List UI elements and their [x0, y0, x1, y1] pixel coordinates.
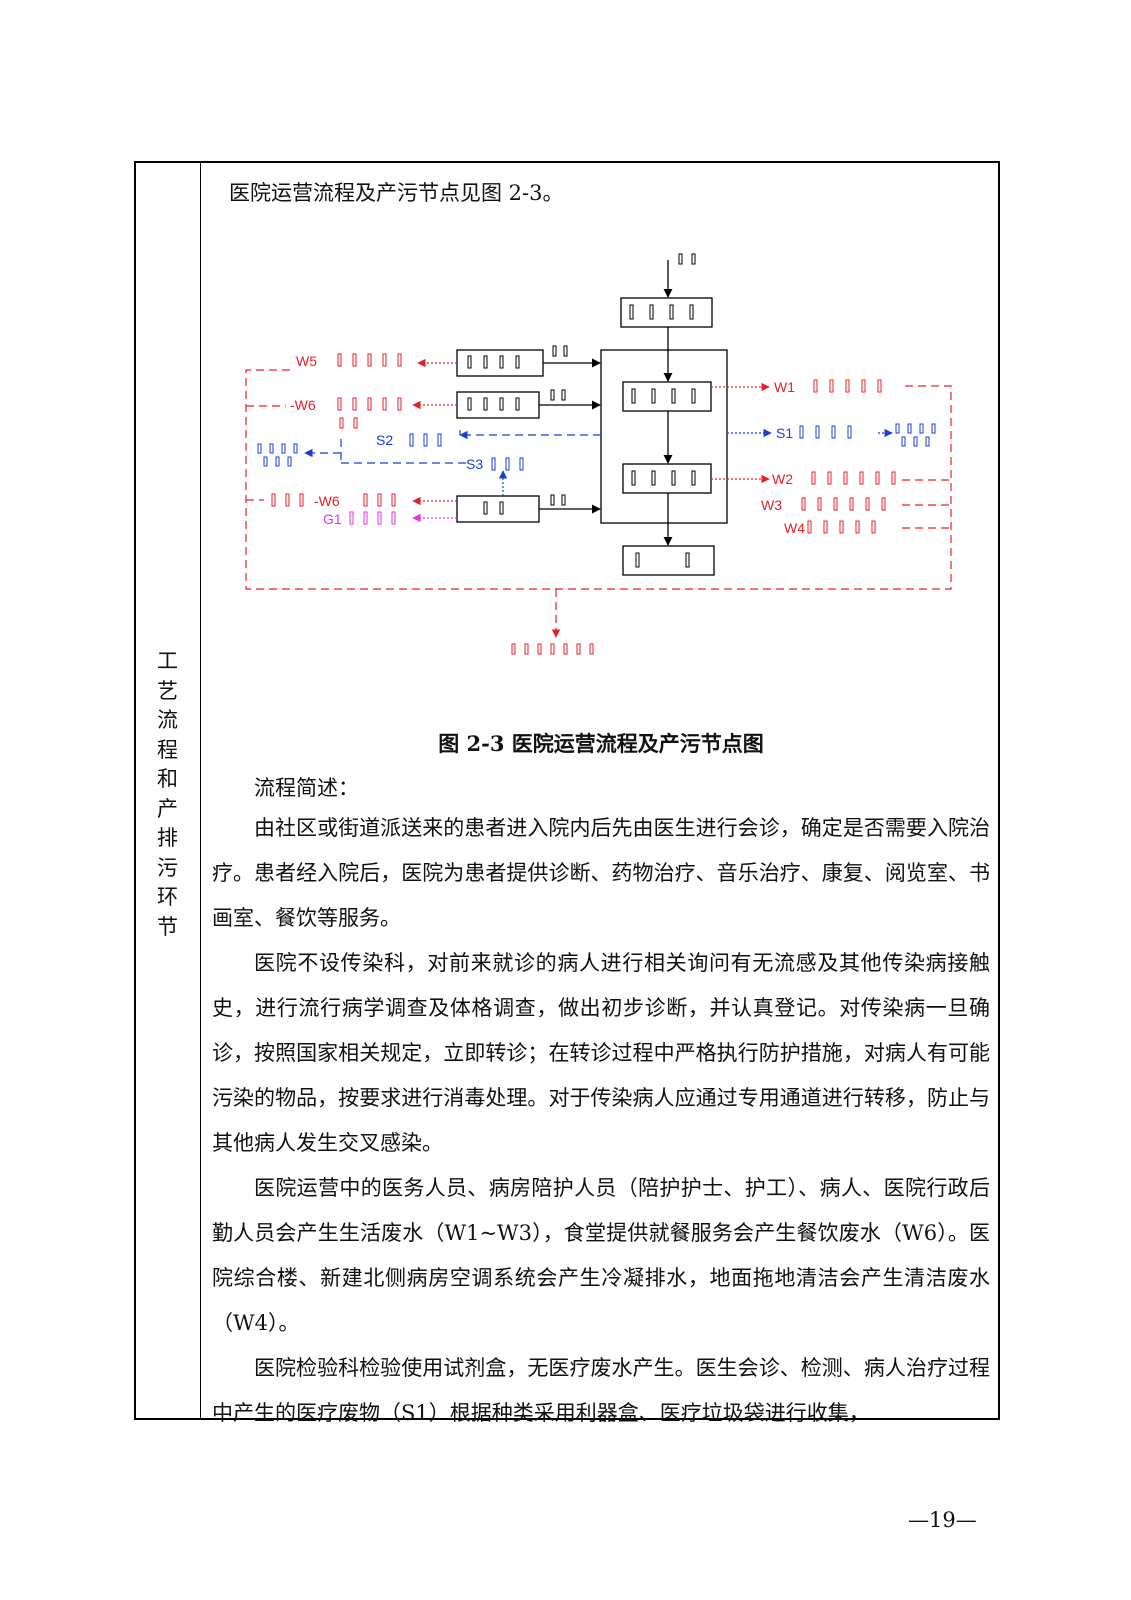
section-title-vertical: 工 艺 流 程 和 产 排 污 环 节: [157, 649, 178, 939]
label-w6-a: -W6: [290, 397, 316, 413]
missing-glyph-boxes: [257, 253, 936, 655]
wastewater-lines: [245, 358, 952, 638]
section-content: 医院运营流程及产污节点见图 2-3。: [202, 163, 1000, 1425]
node-intake: [620, 297, 713, 328]
paragraph: 医院不设传染科，对前来就诊的病人进行相关询问有无流感及其他传染病接触史，进行流行…: [212, 951, 990, 1155]
section-label-column: 工 艺 流 程 和 产 排 污 环 节: [136, 163, 201, 1418]
node-treatment-a: [622, 381, 712, 412]
label-w1: W1: [774, 379, 795, 395]
label-s3: S3: [466, 456, 483, 472]
solid-waste-lines: [304, 428, 893, 496]
label-w4: W4: [784, 520, 805, 536]
intro-sentence: 医院运营流程及产污节点见图 2-3。: [229, 181, 564, 205]
node-support-b: [456, 391, 540, 419]
process-group-frame: [600, 349, 728, 524]
label-s1: S1: [776, 425, 793, 441]
process-flow-diagram: W5 -W6 S2 S3 -W6 G1 W1 S1 W2 W3 W4: [245, 253, 952, 655]
main-flow-arrows: [539, 260, 673, 546]
label-w2: W2: [772, 471, 793, 487]
node-canteen: [456, 495, 540, 523]
paragraph: 医院检验科检验使用试剂盒，无医疗废水产生。医生会诊、检测、病人治疗过程中产生的医…: [212, 1356, 990, 1425]
label-w5: W5: [296, 353, 317, 369]
node-treatment-b: [622, 463, 712, 494]
label-w3: W3: [761, 497, 782, 513]
label-g1: G1: [323, 511, 342, 527]
node-discharge: [622, 545, 715, 576]
label-w6-b: -W6: [314, 493, 340, 509]
process-description: 流程简述： 由社区或街道派送来的患者进入院内后先由医生进行会诊，确定是否需要入院…: [212, 770, 990, 1436]
paragraph: 医院运营中的医务人员、病房陪护人员（陪护护士、护工）、病人、医院行政后勤人员会产…: [212, 1176, 990, 1335]
page-number: —19—: [908, 1508, 977, 1532]
form-table: 工 艺 流 程 和 产 排 污 环 节 医院运营流程及产污节点见图 2-3。: [134, 161, 1000, 1425]
paragraph: 由社区或街道派送来的患者进入院内后先由医生进行会诊，确定是否需要入院治疗。患者经…: [212, 816, 990, 930]
paragraph-heading: 流程简述：: [254, 776, 359, 800]
label-s2: S2: [376, 432, 393, 448]
figure-caption: 图 2-3 医院运营流程及产污节点图: [438, 731, 764, 756]
